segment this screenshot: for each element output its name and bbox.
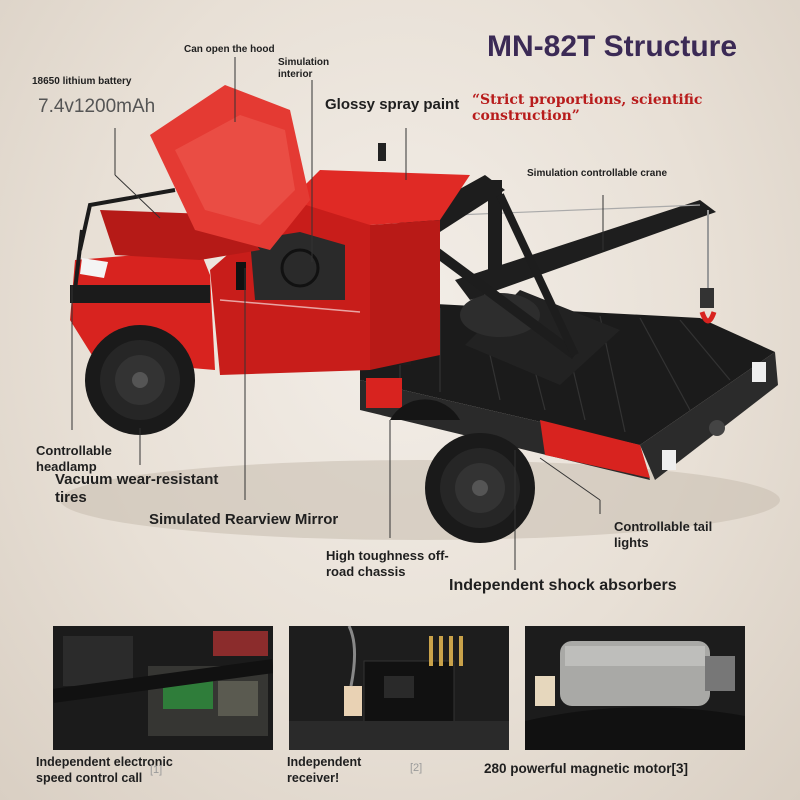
receiver-detail-image [289,626,509,750]
leader-lines [71,57,604,570]
cab-roof [290,170,470,225]
front-bull-bar [73,188,176,291]
interior-label-line2: interior [278,69,313,80]
crane-label: Simulation controllable crane [527,168,668,179]
headlamp [80,258,108,278]
tow-hitch [709,420,725,436]
cab-window [250,232,345,300]
tires-label-line1: Vacuum wear-resistant [55,471,219,488]
receiver-ref: [2] [410,762,423,774]
taillights-label-line1: Controllable tail [614,519,713,534]
battery-capacity: 7.4v1200mAh [38,96,156,117]
cab-back [370,220,440,370]
esc-caption-line2: speed control call [36,771,143,785]
headlamp-label-line2: headlamp [36,459,97,474]
crane-turntable [460,293,540,337]
ground-shadow [60,460,780,540]
crane-block [700,288,714,308]
bed-rear [640,352,778,480]
esc-detail-image [53,626,273,750]
shocks-label: Independent shock absorbers [449,577,677,594]
mirror-label: Simulated Rearview Mirror [149,511,339,528]
front-wheel [85,325,195,435]
tail-light-right [752,362,766,382]
chassis-label-line2: road chassis [326,564,406,579]
esc-ref: [1] [150,764,163,776]
truck-illustration [60,57,780,570]
esc-caption-line1: Independent electronic [36,755,173,769]
crane-hook [699,311,717,324]
crane-boom [455,200,716,300]
tail-light-left [662,450,676,470]
slogan: “Strict proportions, scientific construc… [472,92,703,124]
motor-detail-image [525,626,745,750]
headlamp-label-line1: Controllable [36,443,112,458]
rearview-mirror [236,262,246,290]
bed-red-panel [540,420,650,478]
battery-label: 18650 lithium battery [32,76,132,87]
hood-label: Can open the hood [184,44,275,55]
receiver-caption-line1: Independent [287,755,362,769]
page-title: MN-82T Structure [487,30,738,63]
steering-wheel [280,248,320,288]
receiver-caption-line2: receiver! [287,771,340,785]
front-bumper [70,285,210,303]
roof-beacon [378,143,386,161]
chassis-label-line1: High toughness off- [326,548,449,563]
far-wheel [390,399,460,420]
side-marker [366,378,402,408]
interior-label-line1: Simulation [278,57,330,68]
paint-label: Glossy spray paint [325,96,460,113]
rear-wheel [425,433,535,543]
taillights-label-line2: lights [614,535,649,550]
tires-label-line2: tires [55,489,87,506]
motor-caption: 280 powerful magnetic motor[3] [484,761,689,776]
